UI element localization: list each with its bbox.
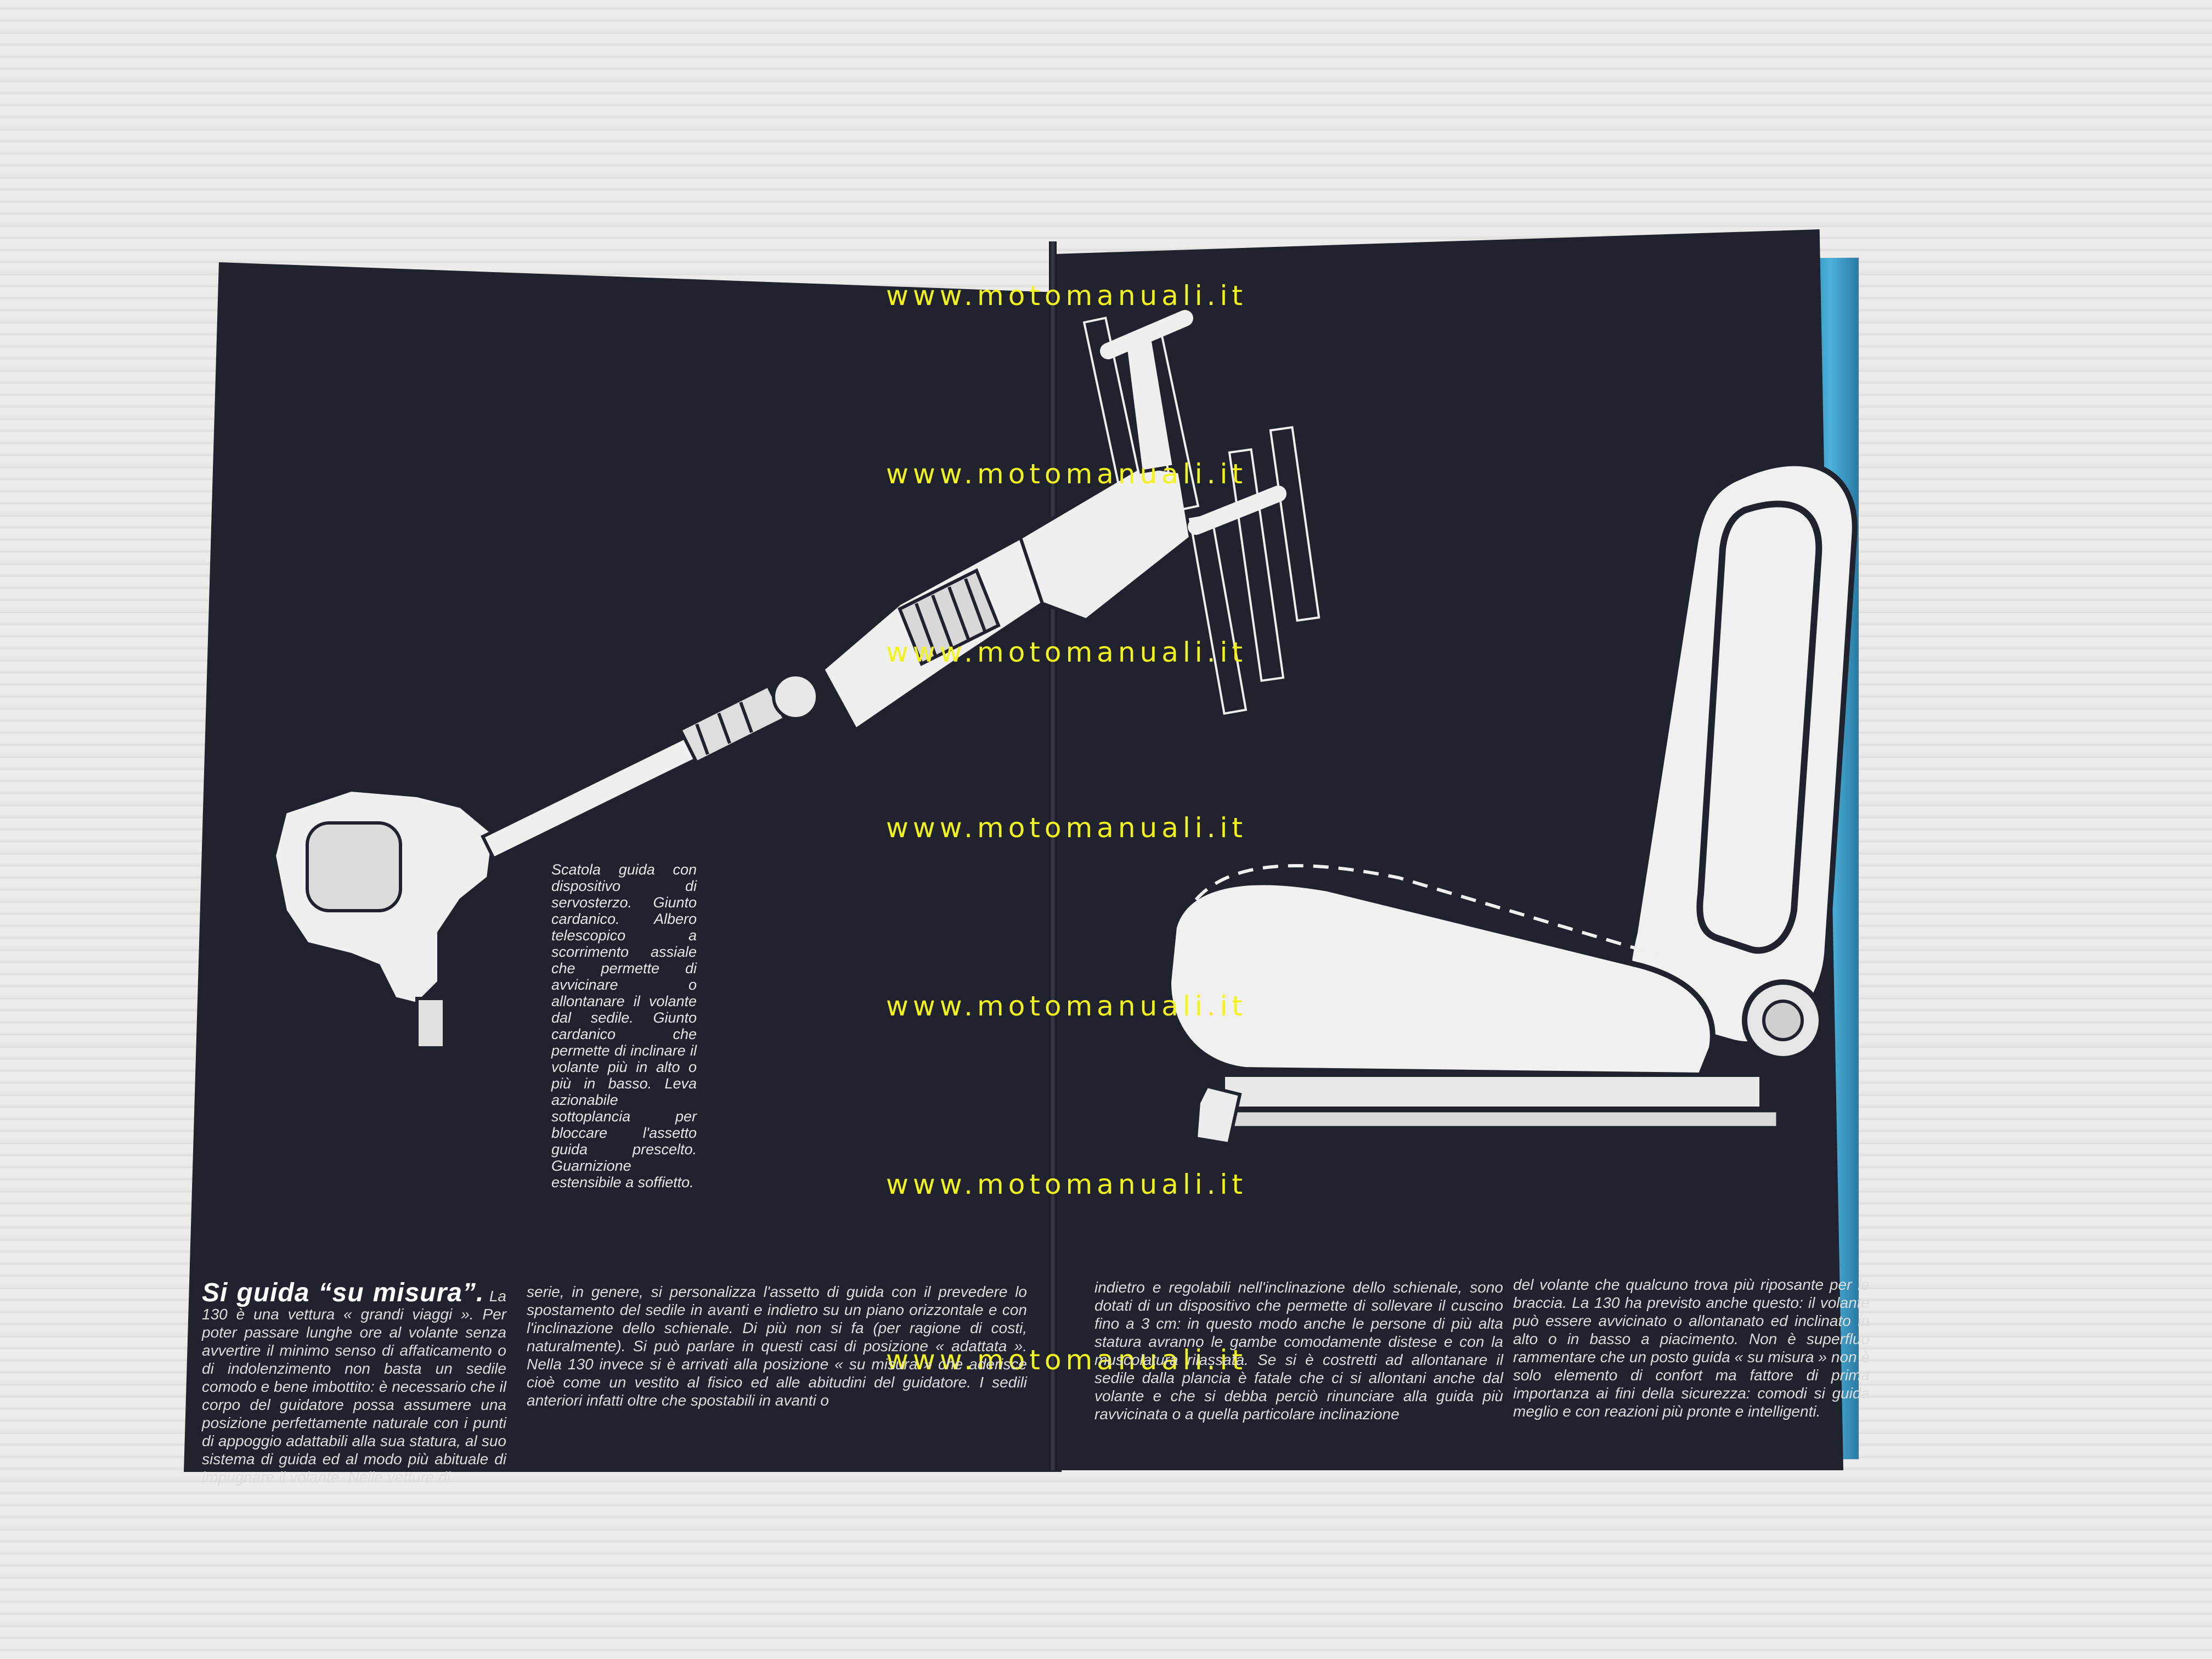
steering-caption: Scatola guida con dispositivo di servost… — [551, 861, 697, 1190]
watermark-text: www.motomanuali.it — [886, 458, 1248, 490]
watermark-text: www.motomanuali.it — [886, 990, 1248, 1022]
seat-illustration — [1165, 460, 1858, 1146]
article-headline: Si guida “su misura”. — [202, 1278, 484, 1307]
article-column-3: indietro e regolabili nell'inclinazione … — [1094, 1279, 1503, 1423]
watermark-text: www.motomanuali.it — [886, 636, 1248, 668]
watermark-text: www.motomanuali.it — [886, 1169, 1248, 1200]
article-column-4: del volante che qualcuno trova più ripos… — [1513, 1276, 1870, 1420]
watermark-text: www.motomanuali.it — [886, 812, 1248, 844]
article-column-2: serie, in genere, si personalizza l'asse… — [527, 1283, 1027, 1409]
article-column-1: Si guida “su misura”. La 130 è una vettu… — [202, 1280, 507, 1486]
watermark-text: www.motomanuali.it — [886, 280, 1248, 312]
article-column-1-body: La 130 è una vettura « grandi viaggi ». … — [202, 1288, 507, 1486]
steering-column-illustration — [272, 310, 1321, 1049]
watermark-text: www.motomanuali.it — [886, 1344, 1248, 1376]
